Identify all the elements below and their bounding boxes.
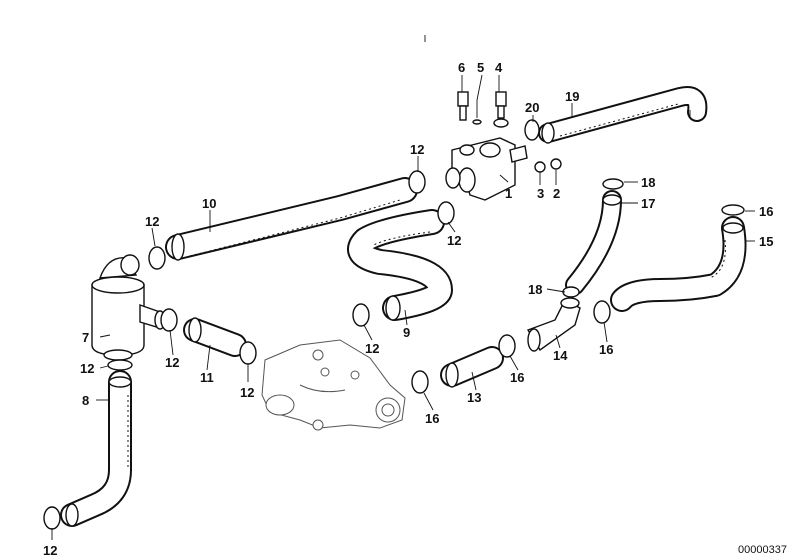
callout-12-left: 12 [145,214,159,229]
callout-16-right: 16 [759,204,773,219]
callout-7: 7 [82,330,89,345]
hose-8 [60,370,132,527]
callout-5: 5 [477,60,484,75]
callout-17: 17 [641,196,655,211]
hose-15 [610,216,747,312]
callout-16-low: 16 [599,342,613,357]
callout-12-bottom: 12 [43,543,57,558]
callout-12-lower: 12 [165,355,179,370]
thermostat-housing-1 [451,137,528,201]
callout-2: 2 [553,186,560,201]
callout-13: 13 [467,390,481,405]
document-number: 00000337 [738,544,787,556]
callout-12-mid: 12 [447,233,461,248]
callout-3: 3 [537,186,544,201]
callout-12-tee: 12 [80,361,94,376]
callout-16-mid: 16 [510,370,524,385]
callout-19: 19 [565,89,579,104]
callout-14: 14 [553,348,568,363]
callout-12-pump: 12 [240,385,254,400]
water-pump [261,339,406,431]
callout-12-top: 12 [410,142,424,157]
y-fitting-14 [526,297,581,352]
callout-9: 9 [403,325,410,340]
tee-fitting-7 [91,254,166,361]
leader-lines [51,35,755,540]
hose-13 [440,346,504,388]
callout-12-center: 12 [365,341,379,356]
callout-1: 1 [505,186,512,201]
callout-20: 20 [525,100,539,115]
hose-17 [565,190,622,295]
hose-19 [538,86,708,144]
callout-18-low: 18 [528,282,542,297]
callout-6: 6 [458,60,465,75]
callout-16-pump: 16 [425,411,439,426]
temperature-sensor-4 [493,91,509,128]
callout-8: 8 [82,393,89,408]
callout-11: 11 [200,370,214,385]
nut-2-3 [534,158,562,173]
callout-15: 15 [759,234,773,249]
hose-10 [165,177,418,261]
callout-labels: 1 2 3 4 5 6 7 8 9 10 11 12 12 12 12 12 1… [43,60,773,558]
callout-18-top: 18 [641,175,655,190]
hose-11 [183,317,247,357]
hose-clamps [43,119,745,530]
hose-9 [347,209,453,321]
callout-10: 10 [202,196,216,211]
temperature-sensor-6 [457,91,469,121]
callout-4: 4 [495,60,503,75]
seal-5 [472,100,482,125]
